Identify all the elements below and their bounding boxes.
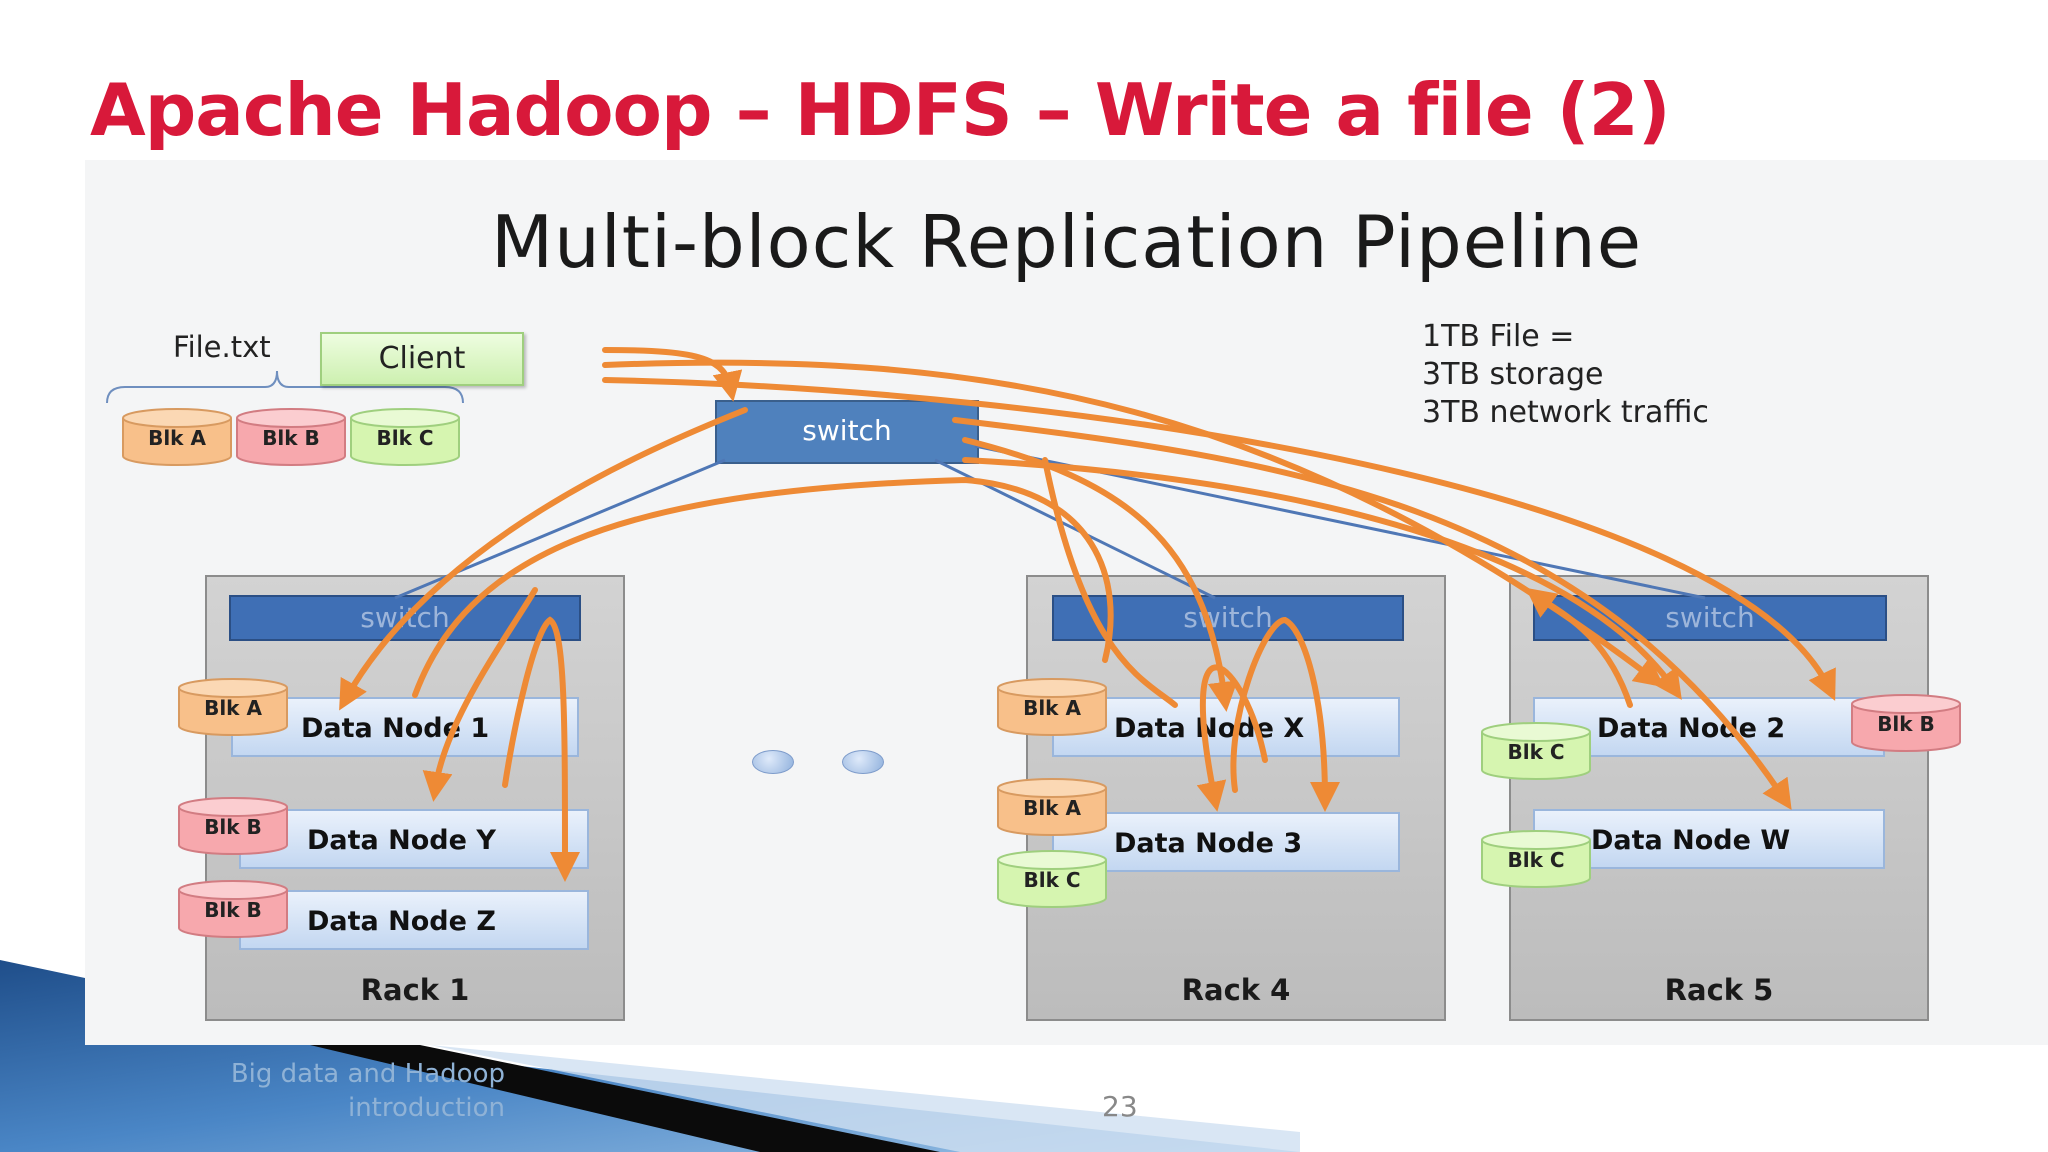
arrow-client-to-rack-5-blk-b [602, 377, 1836, 701]
file-block-a-label: Blk A [148, 426, 206, 450]
rack-5-block-b: Blk B [1850, 694, 1962, 752]
arrow-data-node-1-to-y [415, 476, 1114, 790]
info-line-1: 1TB File = [1422, 319, 1575, 354]
arrow-switch-to-rack-5-node-w [952, 417, 1792, 810]
rack-5-block-c-label: Blk C [1507, 740, 1565, 764]
data-node-1: Data Node 1 [231, 697, 579, 757]
rack-1-block-a-label: Blk A [204, 696, 262, 720]
file-block-c: Blk C [349, 408, 461, 466]
info-line-3: 3TB network traffic [1422, 395, 1709, 430]
footer-text: Big data and Hadoop introduction [215, 1057, 505, 1125]
rack-4-block-c: Blk C [996, 850, 1108, 908]
rack-4-block-a-2-label: Blk A [1023, 796, 1081, 820]
footer-decoration [0, 960, 1300, 1152]
diagram-title: Multi-block Replication Pipeline [491, 200, 1642, 284]
rack-5-block-c-2-label: Blk C [1507, 848, 1565, 872]
ellipsis-dot-1 [752, 750, 794, 774]
arrow-data-node-x-to-3 [1042, 457, 1325, 800]
arrow-client-to-switch [602, 347, 743, 402]
arrow-switch-to-rack-5-node-2 [962, 457, 1682, 700]
slide-title: Apache Hadoop – HDFS – Write a file (2) [90, 68, 1671, 152]
footer-line-1: Big data and Hadoop [230, 1059, 505, 1089]
rack-5-label: Rack 5 [1664, 973, 1774, 1007]
rack-5-switch: switch [1533, 595, 1887, 641]
page-number: 23 [1102, 1090, 1138, 1123]
connection-overlay [339, 347, 1836, 882]
rack-4-label: Rack 4 [1181, 973, 1291, 1007]
file-block-a: Blk A [121, 408, 233, 466]
replication-diagram: Multi-block Replication Pipeline File.tx… [85, 160, 2048, 1045]
rack-1-block-a: Blk A [177, 678, 289, 736]
info-text: 1TB File = 3TB storage 3TB network traff… [1422, 318, 1709, 432]
data-node-z: Data Node Z [239, 890, 589, 950]
file-block-b-label: Blk B [262, 426, 320, 450]
footer-line-2: introduction [347, 1093, 505, 1123]
data-node-w: Data Node W [1533, 809, 1885, 869]
rack-5-block-c-2: Blk C [1480, 830, 1592, 888]
rack-5-block-c: Blk C [1480, 722, 1592, 780]
data-node-y: Data Node Y [239, 809, 589, 869]
rack-1-switch: switch [229, 595, 581, 641]
top-switch: switch [715, 400, 979, 464]
rack-1-block-b-2-label: Blk B [204, 898, 262, 922]
rack-4: switch Data Node X Data Node 3 Rack 4 [1026, 575, 1446, 1021]
arrow-switch-to-data-node-1 [339, 407, 748, 711]
rack-1-label: Rack 1 [360, 973, 470, 1007]
file-block-c-label: Blk C [376, 426, 434, 450]
rack-1-block-b: Blk B [177, 797, 289, 855]
file-block-b: Blk B [235, 408, 347, 466]
arrow-rack-5-internal [1525, 587, 1633, 708]
arrow-client-to-node-2 [602, 359, 1665, 688]
rack-4-block-a-label: Blk A [1023, 696, 1081, 720]
rack-5-block-b-label: Blk B [1877, 712, 1935, 736]
arrow-data-node-y-to-z [502, 616, 580, 882]
rack-4-block-c-label: Blk C [1023, 868, 1081, 892]
arrow-data-node-3-loop [1196, 664, 1268, 812]
rack-4-block-a: Blk A [996, 678, 1108, 736]
rack-1-block-b-2: Blk B [177, 880, 289, 938]
rack-4-block-a-2: Blk A [996, 778, 1108, 836]
client-box: Client [320, 332, 524, 386]
ellipsis-dot-2 [842, 750, 884, 774]
info-line-2: 3TB storage [1422, 357, 1604, 392]
arrow-switch-to-data-node-x [962, 437, 1238, 712]
file-label: File.txt [173, 330, 271, 364]
file-brace [106, 370, 464, 404]
rack-1-block-b-label: Blk B [204, 815, 262, 839]
